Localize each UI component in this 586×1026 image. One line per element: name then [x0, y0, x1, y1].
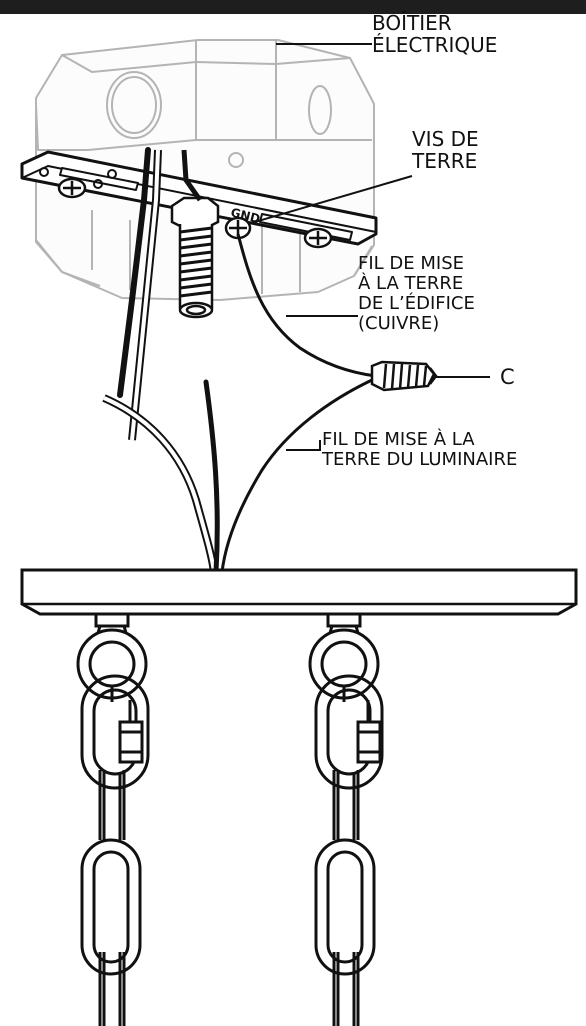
building-ground-wire: [236, 233, 377, 378]
quick-link-left: [80, 674, 150, 790]
wire-connector: [370, 360, 438, 392]
eye-hook-left: [76, 612, 148, 702]
quick-link-right: [314, 674, 384, 790]
canopy-plate: [20, 568, 578, 616]
supply-wire-black: [117, 147, 151, 398]
fixture-wire-black: [203, 379, 220, 575]
supply-wire-white-fill: [130, 149, 160, 441]
wire-to-strap: [181, 149, 203, 202]
strap-hole: [107, 169, 117, 179]
top-border-bar: [0, 0, 586, 14]
strap-screw-right: [303, 227, 333, 249]
fixture-ground-leader-line: [286, 440, 321, 451]
chain-link-left: [80, 770, 142, 1026]
electrical-box: [35, 39, 375, 301]
strap-screw-left: [57, 177, 87, 199]
label-wire-connector: C: [500, 365, 515, 389]
label-ground-screw: VIS DE TERRE: [412, 127, 479, 173]
strap-hole: [39, 167, 49, 177]
label-electrical-box: BOÎTIER ÉLECTRIQUE: [372, 11, 498, 57]
strap-hole: [93, 179, 103, 189]
fixture-wire-white-outline: [102, 394, 218, 573]
chain-link-right: [314, 770, 376, 1026]
eye-hook-right: [308, 612, 380, 702]
threaded-nipple: [170, 196, 220, 319]
fixture-wire-white-fill: [103, 396, 216, 573]
fixture-ground-wire: [220, 378, 373, 573]
label-building-ground-wire: FIL DE MISE À LA TERRE DE L’ÉDIFICE (CUI…: [358, 253, 475, 334]
label-fixture-ground-wire: FIL DE MISE À LA TERRE DU LUMINAIRE: [322, 429, 518, 470]
ground-screw-leader-line: [247, 175, 413, 225]
